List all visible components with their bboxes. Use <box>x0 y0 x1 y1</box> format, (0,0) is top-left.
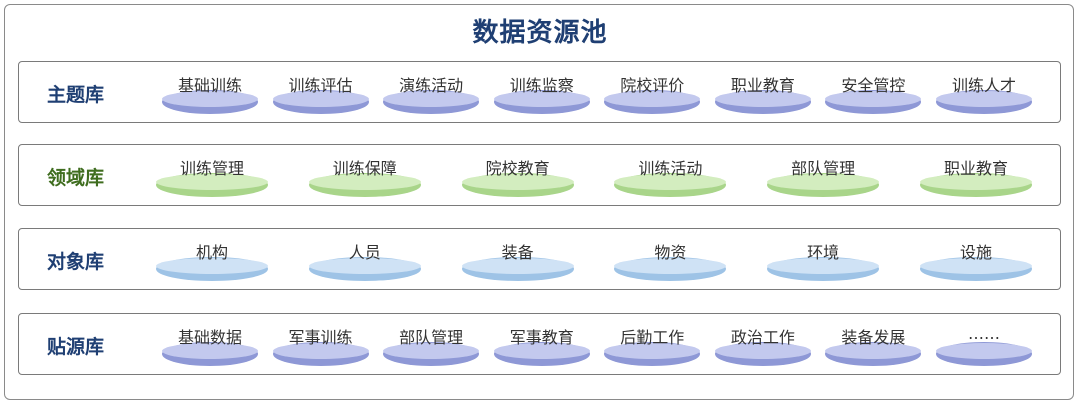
disk-top <box>461 258 574 274</box>
disk-top <box>156 258 268 274</box>
disk-top <box>162 91 258 107</box>
row-label: 主题库 <box>47 84 105 106</box>
library-item: 军事训练 <box>272 322 369 368</box>
library-item-label: 基础数据 <box>177 328 242 347</box>
disk-top <box>825 91 922 107</box>
library-item: 环境 <box>767 237 880 283</box>
disk-top <box>767 258 880 274</box>
library-item-label: 训练保障 <box>332 159 397 178</box>
disk-top <box>272 91 369 107</box>
library-item: 后勤工作 <box>604 322 701 368</box>
library-item-label: 训练评估 <box>288 76 353 95</box>
library-item-label: 环境 <box>807 243 840 262</box>
library-item-label: 机构 <box>195 243 228 262</box>
library-item-label: 部队管理 <box>791 159 856 178</box>
disk-top <box>614 258 727 274</box>
library-item-label: 军事教育 <box>509 328 574 347</box>
row-label: 贴源库 <box>47 336 105 358</box>
library-item: 演练活动 <box>383 70 480 116</box>
library-item-label: 军事训练 <box>288 328 353 347</box>
library-item-label: 装备 <box>501 243 534 262</box>
disk-top <box>920 258 1032 274</box>
library-item: 院校评价 <box>604 70 701 116</box>
disk-top <box>308 174 421 190</box>
library-item: 训练保障 <box>308 153 421 199</box>
library-item-label: 演练活动 <box>399 76 464 95</box>
disk-top <box>461 174 574 190</box>
disk-top <box>825 343 922 359</box>
library-item: 训练管理 <box>156 153 268 199</box>
library-item-label: 政治工作 <box>730 328 795 347</box>
disk-top <box>604 343 701 359</box>
library-item-label: 物资 <box>654 243 687 262</box>
row-topic-library: 主题库 基础训练 训练评估 演练活动 训练监察 院校评价 职业教育 安全管控 训练人才 <box>18 61 1061 123</box>
library-item-label: 训练监察 <box>509 76 574 95</box>
library-item-label: 训练活动 <box>638 159 703 178</box>
disk-top <box>493 343 590 359</box>
disk-top <box>936 91 1032 107</box>
row-domain-library: 领域库 训练管理 训练保障 院校教育 训练活动 部队管理 职业教育 <box>18 144 1061 206</box>
disk-top <box>156 174 268 190</box>
diagram-title: 数据资源池 <box>472 18 608 48</box>
library-item-label: 设施 <box>959 243 992 262</box>
library-item: 装备发展 <box>825 322 922 368</box>
library-item: 职业教育 <box>920 153 1032 199</box>
disk-top <box>383 343 480 359</box>
library-item: 军事教育 <box>493 322 590 368</box>
library-item: 基础训练 <box>162 70 258 116</box>
library-item-label: 职业教育 <box>943 159 1008 178</box>
disk-top <box>493 91 590 107</box>
library-item: 训练评估 <box>272 70 369 116</box>
disk-top <box>162 343 258 359</box>
library-item-label: 装备发展 <box>841 328 906 347</box>
library-item: 安全管控 <box>825 70 922 116</box>
library-item: 训练活动 <box>614 153 727 199</box>
library-item-label: 院校教育 <box>485 159 550 178</box>
disk-top <box>383 91 480 107</box>
disk-top <box>614 174 727 190</box>
row-label: 对象库 <box>47 251 105 273</box>
library-item: 训练人才 <box>936 70 1032 116</box>
library-item-label: 部队管理 <box>399 328 464 347</box>
library-item-label: 人员 <box>348 243 381 262</box>
library-item-label: 训练管理 <box>179 159 244 178</box>
library-item-label: 院校评价 <box>620 76 685 95</box>
library-item: 部队管理 <box>383 322 480 368</box>
disk-top <box>936 343 1032 359</box>
library-item: 政治工作 <box>714 322 811 368</box>
library-item: 人员 <box>308 237 421 283</box>
disk-top <box>767 174 880 190</box>
library-item: 院校教育 <box>461 153 574 199</box>
disk-top <box>714 343 811 359</box>
library-item: 装备 <box>461 237 574 283</box>
library-item: 基础数据 <box>162 322 258 368</box>
library-item: 职业教育 <box>714 70 811 116</box>
library-item-label: …… <box>968 324 1000 343</box>
library-item-label: 后勤工作 <box>620 328 685 347</box>
disk-top <box>920 174 1032 190</box>
library-item: 训练监察 <box>493 70 590 116</box>
library-item-label: 训练人才 <box>951 76 1016 95</box>
library-item: 部队管理 <box>767 153 880 199</box>
library-item: 设施 <box>920 237 1032 283</box>
disk-top <box>308 258 421 274</box>
library-item: 机构 <box>156 237 268 283</box>
library-item-label: 安全管控 <box>841 76 906 95</box>
library-item: 物资 <box>614 237 727 283</box>
disk-top <box>714 91 811 107</box>
disk-top <box>272 343 369 359</box>
row-label: 领域库 <box>47 167 105 189</box>
library-item-label: 职业教育 <box>730 76 795 95</box>
row-object-library: 对象库 机构 人员 装备 物资 环境 设施 <box>18 228 1061 290</box>
disk-top <box>604 91 701 107</box>
library-item: …… <box>936 322 1032 368</box>
row-source-library: 贴源库 基础数据 军事训练 部队管理 军事教育 后勤工作 政治工作 装备发展 …… <box>18 313 1061 375</box>
library-item-label: 基础训练 <box>177 76 242 95</box>
